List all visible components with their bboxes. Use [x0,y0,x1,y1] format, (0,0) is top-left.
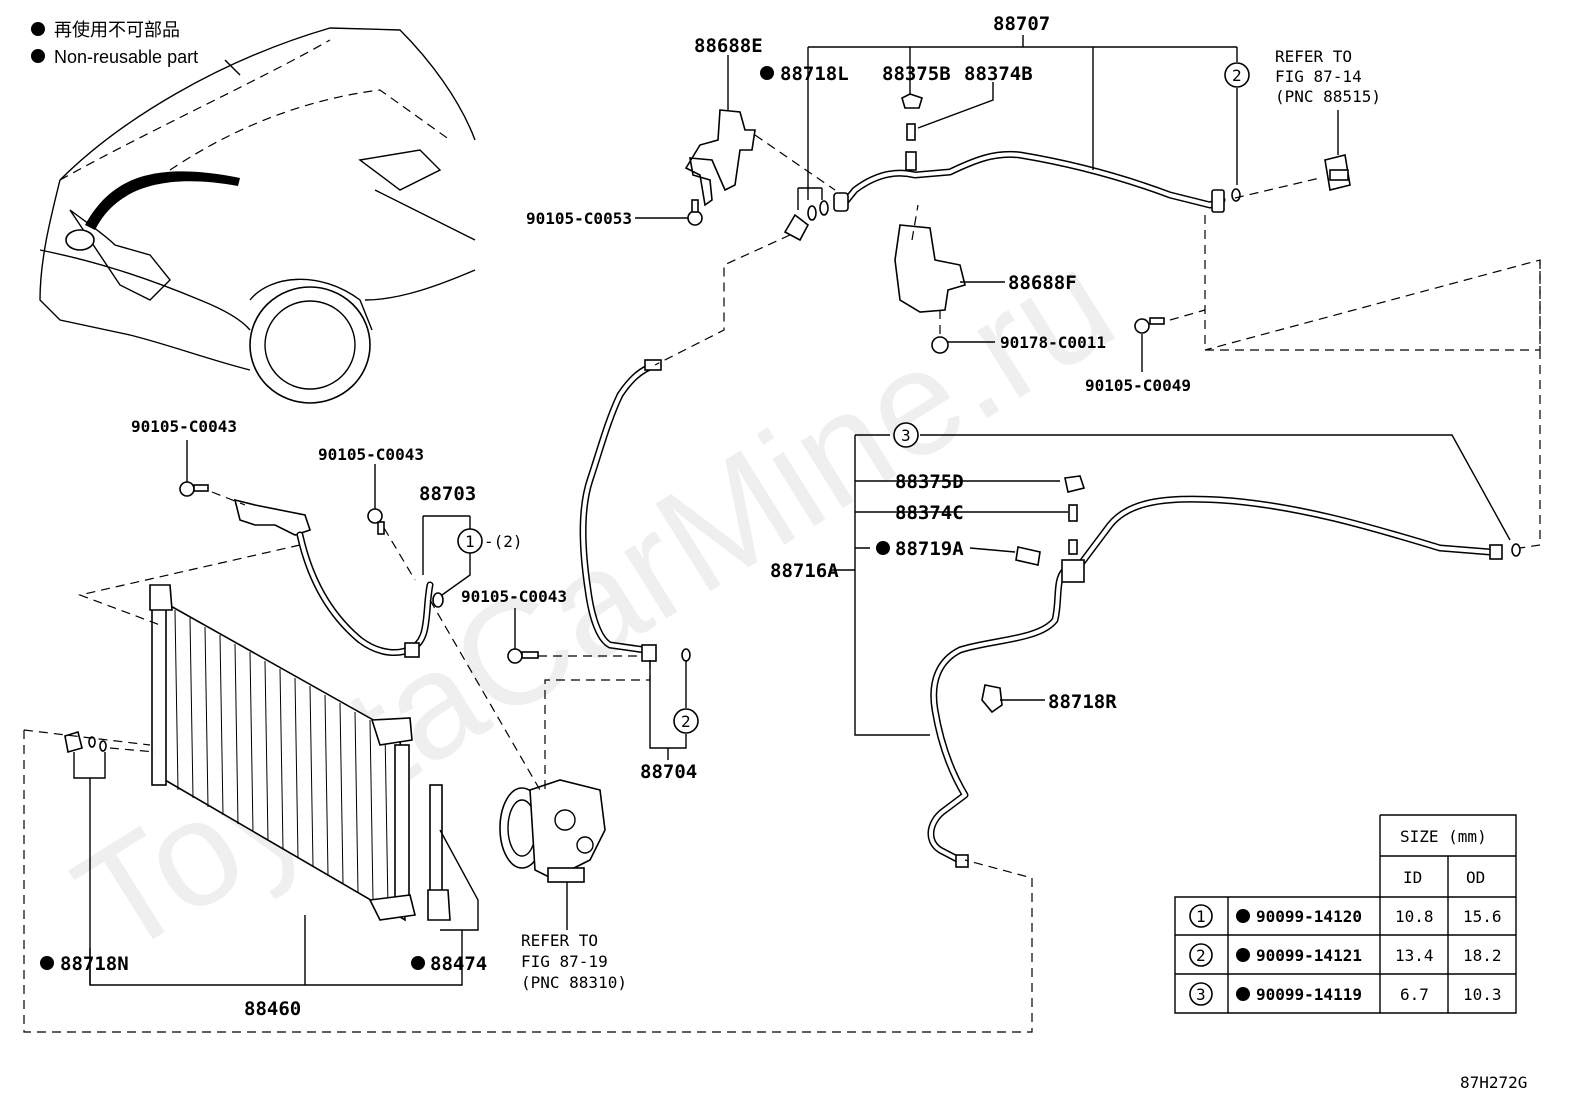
bracket-88688f [894,224,966,354]
non-reusable-bullet-icon [760,66,774,80]
label-90105-c0049: 90105-C0049 [1085,376,1191,395]
legend-en-text: Non-reusable part [54,47,198,67]
size-table-row-no: 1 [1196,907,1206,926]
callout-2-top: 2 [1224,62,1250,88]
size-table-row-od: 18.2 [1463,946,1502,965]
size-table-row-id: 10.8 [1395,907,1434,926]
callout-1-number: 1 [465,532,475,551]
part-labels: 88707 88688E 88718L 88375B 88374B 90105-… [40,13,1527,1092]
suction-pipe-88707 [807,150,1241,221]
refer-bottom-line2: FIG 87-19 [521,952,608,971]
compressor [499,779,606,883]
bracket-88688e [684,109,810,242]
size-table-row-id: 13.4 [1395,946,1434,965]
watermark: ToyotaCarMine.ru [48,217,1141,987]
size-table-row-no: 3 [1196,985,1206,1004]
non-reusable-bullet-icon [31,22,45,36]
size-table-row-part: 90099-14119 [1256,985,1362,1004]
bolt-icon [1134,317,1165,334]
size-table-row-part: 90099-14120 [1256,907,1362,926]
label-88718n: 88718N [60,953,129,975]
condenser-88460 [149,584,416,922]
label-90178-c0011: 90178-C0011 [1000,333,1106,352]
size-table-row: 3 90099-14119 6.7 10.3 [1189,982,1502,1006]
label-88474: 88474 [430,953,487,975]
label-88688e: 88688E [694,35,763,57]
label-88703: 88703 [419,483,476,505]
size-table-row-od: 15.6 [1463,907,1502,926]
label-88375b: 88375B [882,63,951,85]
non-reusable-bullet-icon [1236,987,1250,1001]
refer-bottom-line3: (PNC 88310) [521,973,627,992]
leader-lines [73,35,1511,986]
label-88688f: 88688F [1008,272,1077,294]
refer-part-88515 [1324,154,1351,191]
size-table-header: SIZE (mm) [1400,827,1487,846]
size-table-row-od: 10.3 [1463,985,1502,1004]
label-88704: 88704 [640,761,697,783]
refer-top-line2: FIG 87-14 [1275,67,1362,86]
size-table-row-part: 90099-14121 [1256,946,1362,965]
size-table-row: 2 90099-14121 13.4 18.2 [1189,943,1502,967]
label-90105-c0043-b: 90105-C0043 [318,445,424,464]
callout-2-bottom: 2 [673,708,699,734]
refer-top-line3: (PNC 88515) [1275,87,1381,106]
non-reusable-bullet-icon [40,956,54,970]
non-reusable-bullet-icon [1236,909,1250,923]
refer-bottom: REFER TO FIG 87-19 (PNC 88310) [521,931,627,992]
label-90105-c0043-c: 90105-C0043 [461,587,567,606]
dryer-88474 [427,784,451,921]
non-reusable-bullet-icon [411,956,425,970]
legend: 再使用不可部品 Non-reusable part [31,20,198,67]
discharge-hose-88703 [233,498,444,658]
caps-88375b-88374b [901,93,923,141]
condenser-fittings [64,730,107,754]
refer-top: REFER TO FIG 87-14 (PNC 88515) [1275,47,1381,106]
label-88374b: 88374B [964,63,1033,85]
refer-bottom-line1: REFER TO [521,931,598,950]
size-table-col-id: ID [1403,868,1422,887]
label-88719a: 88719A [895,538,964,560]
liquid-pipe-88716a [927,475,1521,868]
callout-3: 3 [893,422,919,448]
figure-code: 87H272G [1460,1073,1527,1092]
bolts [179,199,1165,664]
refer-top-line1: REFER TO [1275,47,1352,66]
bolt-icon [367,508,385,535]
label-88460: 88460 [244,998,301,1020]
size-table-row-id: 6.7 [1400,985,1429,1004]
non-reusable-bullet-icon [876,541,890,555]
label-88707: 88707 [993,13,1050,35]
size-table-row: 1 90099-14120 10.8 15.6 [1189,904,1502,928]
bolt-icon [507,648,539,664]
legend-jp-text: 再使用不可部品 [54,20,180,40]
size-table-col-od: OD [1466,868,1485,887]
bolt-icon [179,481,209,497]
pipe-88704 [579,359,691,662]
size-table-row-no: 2 [1196,946,1206,965]
size-table: SIZE (mm) ID OD 1 90099-14120 10.8 15.6 … [1174,814,1517,1014]
label-88375d: 88375D [895,471,964,493]
callout-2-number: 2 [681,712,691,731]
callout-2-number: 2 [1232,66,1242,85]
bolt-icon [687,199,703,226]
label-88718r: 88718R [1048,691,1117,713]
callout-3-number: 3 [901,426,911,445]
label-90105-c0053: 90105-C0053 [526,209,632,228]
label-90105-c0043-a: 90105-C0043 [131,417,237,436]
callout-1: 1 [457,528,483,554]
dashed-leaders [23,134,1541,1033]
non-reusable-bullet-icon [31,49,45,63]
non-reusable-bullet-icon [1236,948,1250,962]
vehicle-location-sketch [39,27,476,404]
label-88703-note: -(2) [484,532,523,551]
label-88374c: 88374C [895,502,964,524]
label-88718l: 88718L [780,63,849,85]
label-88716a: 88716A [770,560,839,582]
